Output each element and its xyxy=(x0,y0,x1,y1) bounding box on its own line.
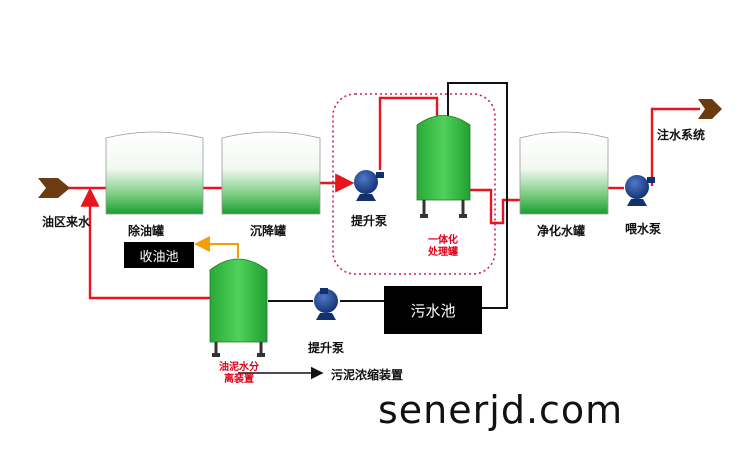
pipe-pump-to-integrated xyxy=(378,96,439,170)
separator-label: 油泥水分 离装置 xyxy=(219,362,259,385)
sewage-pool: 污水池 xyxy=(384,286,482,334)
pipe-integrated-to-clean xyxy=(470,188,520,225)
pipe-sewage-vent xyxy=(447,82,508,309)
clean-water-tank-label: 净化水罐 xyxy=(537,224,586,238)
sludge-thickener-label: 污泥浓缩装置 xyxy=(331,368,404,382)
oil-removal-tank-label: 除油罐 xyxy=(128,224,165,238)
inlet-arrow-icon xyxy=(38,178,70,198)
oil-removal-tank-icon xyxy=(105,131,204,215)
feed-pump-icon xyxy=(625,175,655,206)
lift-pump-2-label: 提升泵 xyxy=(308,341,345,355)
integrated-tank-icon xyxy=(416,115,471,218)
separator-vessel-icon xyxy=(209,258,268,357)
settling-tank-label: 沉降罐 xyxy=(250,224,287,238)
lift-pump-2-icon xyxy=(314,288,338,320)
settling-tank-icon xyxy=(221,131,321,215)
lift-pump-1-label: 提升泵 xyxy=(351,214,388,228)
clean-water-tank-icon xyxy=(519,131,609,215)
integrated-unit-boundary xyxy=(332,93,496,275)
inlet-label: 油区来水 xyxy=(42,215,91,229)
oil-collection-tank: 收油池 xyxy=(124,242,194,268)
integrated-tank-label: 一体化 处理罐 xyxy=(428,235,458,258)
watermark-text: senerjd.com xyxy=(378,388,624,432)
feed-pump-label: 喂水泵 xyxy=(625,222,662,236)
injection-system-label: 注水系统 xyxy=(657,128,706,142)
pipe-to-oil-collection xyxy=(194,236,239,258)
pipe-return-loop xyxy=(80,187,210,300)
pipe-feedpump-to-injection xyxy=(650,107,700,186)
injection-arrow-icon xyxy=(698,99,722,119)
lift-pump-1-icon xyxy=(354,170,384,201)
